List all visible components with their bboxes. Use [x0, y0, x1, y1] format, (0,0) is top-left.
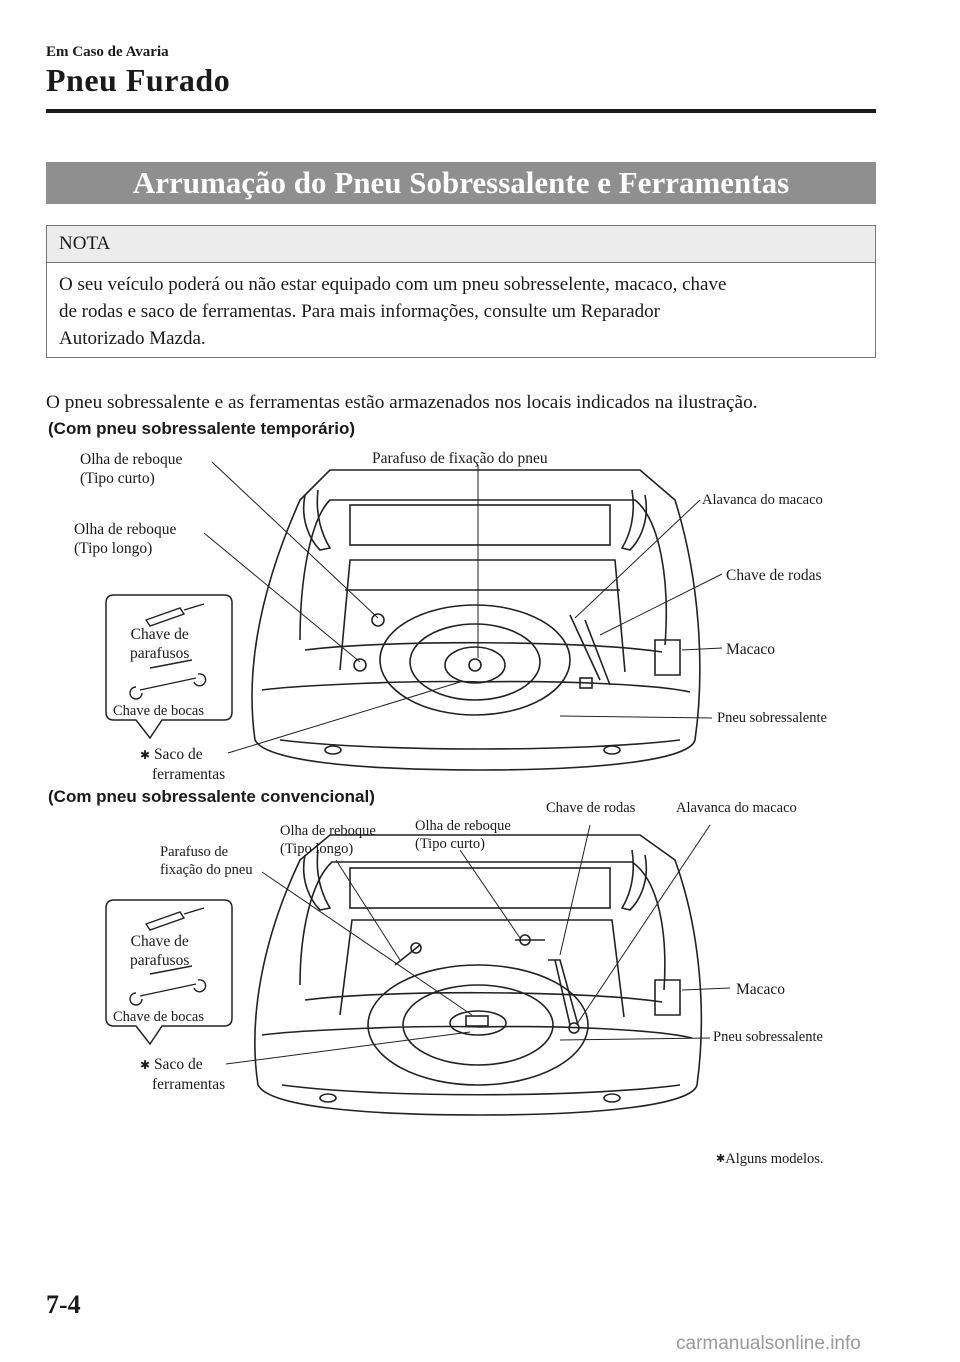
- fig2-label-lug-wrench: Chave de rodas: [546, 799, 635, 817]
- fig1-label-spare-tire: Pneu sobressalente: [717, 709, 827, 727]
- note-line: Autorizado Mazda.: [59, 325, 863, 352]
- page-number: 7-4: [46, 1290, 81, 1320]
- watermark: carmanualsonline.info: [676, 1333, 861, 1355]
- fig2-label-spare-tire: Pneu sobressalente: [713, 1028, 823, 1046]
- fig1-label-spanner: Chave de bocas: [113, 702, 204, 720]
- intro-paragraph: O pneu sobressalente e as ferramentas es…: [46, 392, 758, 414]
- fig1-label-lug-wrench: Chave de rodas: [726, 566, 822, 585]
- footnote: ✱Alguns modelos.: [716, 1150, 824, 1168]
- note-body: O seu veículo poderá ou não estar equipa…: [47, 263, 875, 352]
- section-banner: Arrumação do Pneu Sobressalente e Ferram…: [46, 162, 876, 204]
- fig2-label-jack-lever: Alavanca do macaco: [676, 799, 797, 817]
- fig2-label-spanner: Chave de bocas: [113, 1008, 204, 1026]
- fig1-label-jack-lever: Alavanca do macaco: [702, 491, 823, 509]
- fig1-label-tow-long: Olha de reboque(Tipo longo): [74, 520, 176, 558]
- fig1-label-jack: Macaco: [726, 640, 775, 659]
- figure2-caption: (Com pneu sobressalente convencional): [48, 787, 375, 807]
- fig2-label-tow-long: Olha de reboque(Tipo longo): [280, 822, 376, 858]
- asterisk-icon: ✱: [140, 1058, 150, 1072]
- fig1-label-tow-short: Olha de reboque(Tipo curto): [80, 450, 182, 488]
- fig2-label-tow-short: Olha de reboque(Tipo curto): [415, 817, 511, 853]
- note-line: de rodas e saco de ferramentas. Para mai…: [59, 298, 863, 325]
- title-rule: [46, 109, 876, 113]
- note-heading: NOTA: [47, 226, 875, 263]
- fig1-label-bolt: Parafuso de fixação do pneu: [372, 449, 548, 468]
- figure1-caption: (Com pneu sobressalente temporário): [48, 419, 355, 439]
- section-heading: Em Caso de Avaria: [46, 44, 169, 61]
- page-title: Pneu Furado: [46, 62, 230, 99]
- asterisk-icon: ✱: [140, 748, 150, 762]
- note-box: NOTA O seu veículo poderá ou não estar e…: [46, 225, 876, 358]
- fig1-label-tool-bag: ✱ Saco de ferramentas: [140, 745, 225, 784]
- asterisk-icon: ✱: [716, 1153, 725, 1165]
- note-line: O seu veículo poderá ou não estar equipa…: [59, 271, 863, 298]
- fig2-label-tool-bag: ✱ Saco de ferramentas: [140, 1055, 225, 1094]
- fig2-label-jack: Macaco: [736, 980, 785, 999]
